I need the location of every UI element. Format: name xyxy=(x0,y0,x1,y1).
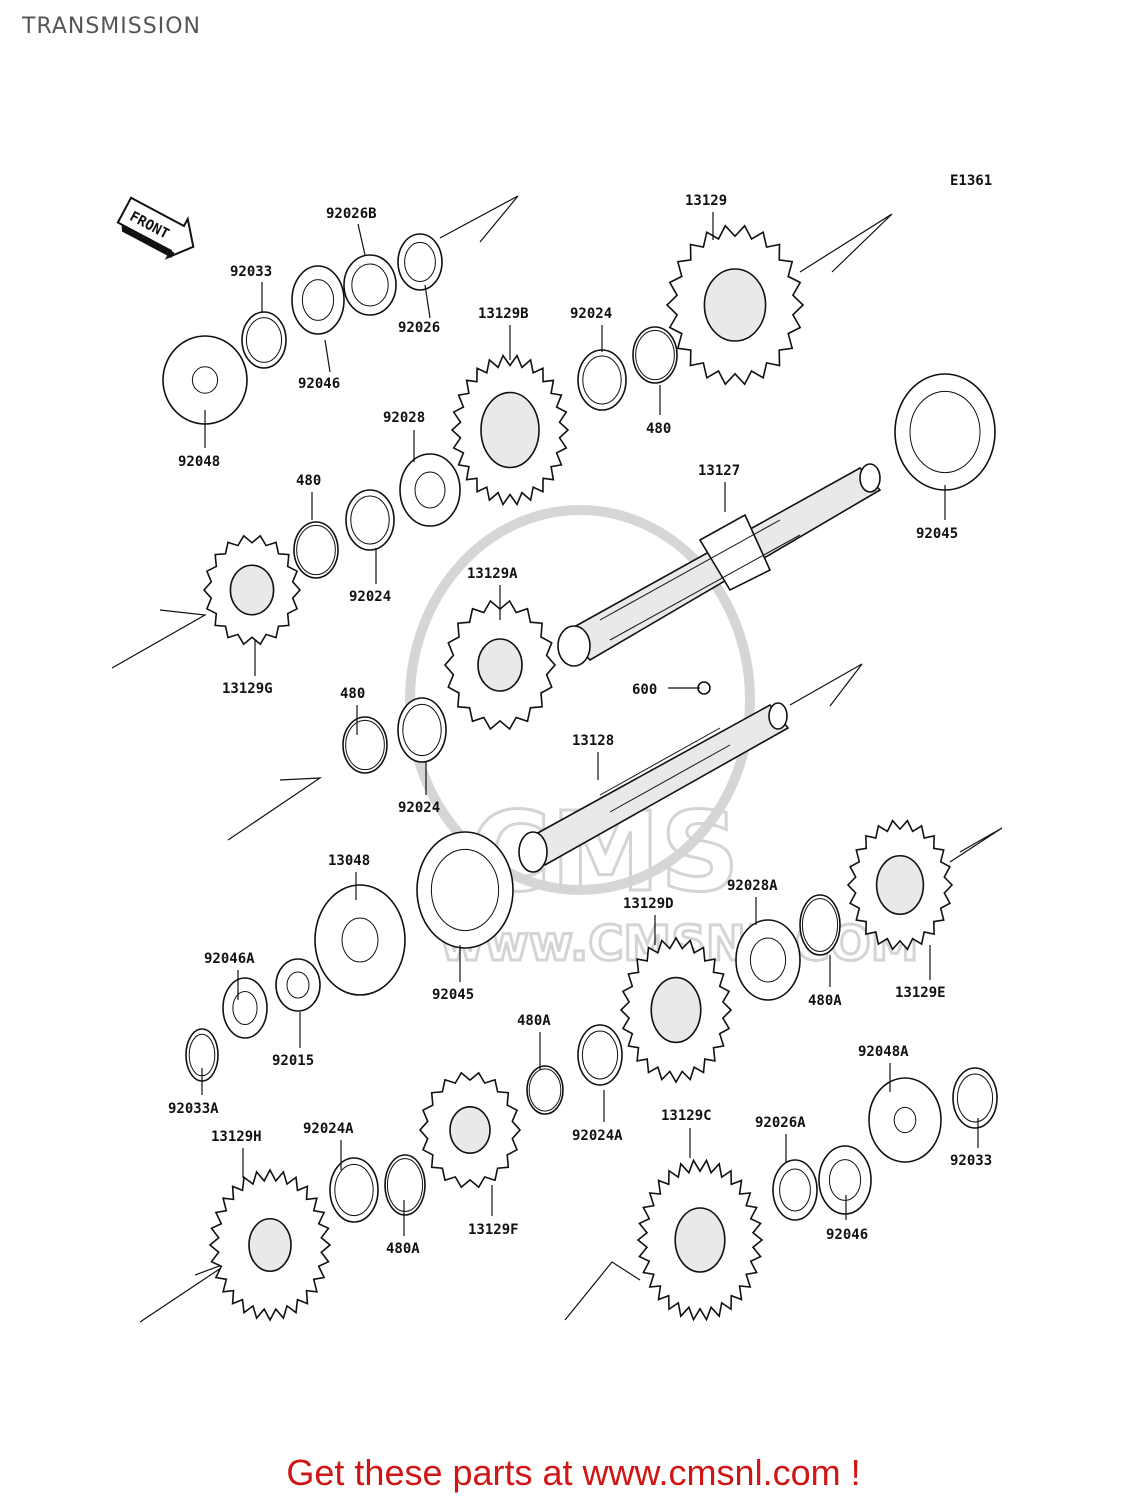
part-label: 92045 xyxy=(432,987,474,1003)
part-13048 xyxy=(314,884,406,996)
bearing-92046-b xyxy=(818,1145,872,1215)
leader-line xyxy=(357,223,366,256)
axis-lines xyxy=(111,195,1003,1323)
nut-92015 xyxy=(275,958,321,1012)
collar-92028a xyxy=(735,919,801,1001)
page-title: TRANSMISSION xyxy=(22,14,201,39)
bearing-92045-bottom xyxy=(416,831,514,949)
part-label: 92024A xyxy=(303,1121,354,1137)
part-label: 92046 xyxy=(298,376,340,392)
part-label: 92026A xyxy=(755,1115,806,1131)
gear-13129h xyxy=(208,1168,332,1322)
ring-92033 xyxy=(241,311,287,369)
ring-92024-a xyxy=(577,349,627,411)
ring-480a-c xyxy=(384,1154,426,1216)
part-label: 13129H xyxy=(211,1129,262,1145)
part-label: 92033 xyxy=(950,1153,992,1169)
part-label: 480A xyxy=(808,993,842,1009)
part-label: 92048A xyxy=(858,1044,909,1060)
ring-480a-a xyxy=(799,894,841,956)
gear-13129e xyxy=(846,819,954,951)
leader-line xyxy=(324,339,331,373)
ring-92024-c xyxy=(397,697,447,763)
figure-code: E1361 xyxy=(950,173,992,189)
part-label: 92046A xyxy=(204,951,255,967)
part-label: 13129C xyxy=(661,1108,712,1124)
part-label: 13129B xyxy=(478,306,529,322)
part-label: 13048 xyxy=(328,853,370,869)
part-label: 600 xyxy=(632,682,657,698)
part-label: 92046 xyxy=(826,1227,868,1243)
ring-480-a xyxy=(632,326,678,384)
bearing-92045-top xyxy=(894,373,996,491)
part-label: 13128 xyxy=(572,733,614,749)
gear-13129b xyxy=(450,353,570,507)
part-label: 92028A xyxy=(727,878,778,894)
part-label: 92045 xyxy=(916,526,958,542)
gear-13129a xyxy=(443,599,557,731)
ring-480-b xyxy=(293,521,339,579)
part-label: 92048 xyxy=(178,454,220,470)
part-label: 92033A xyxy=(168,1101,219,1117)
part-label: 13129D xyxy=(623,896,674,912)
ring-92033-b xyxy=(952,1067,998,1129)
part-label: 480A xyxy=(517,1013,551,1029)
part-label: 480 xyxy=(340,686,365,702)
part-label: 13129 xyxy=(685,193,727,209)
ring-92024-b xyxy=(345,489,395,551)
exploded-diagram: CMS www.CMSNL.COM E1361 FRONT xyxy=(111,173,1003,1323)
gear-13129f xyxy=(418,1071,522,1189)
gear-13129d xyxy=(619,936,733,1084)
part-label: 13129F xyxy=(468,1222,519,1238)
gear-13129c xyxy=(636,1158,764,1322)
part-label: 92024A xyxy=(572,1128,623,1144)
collar-92028 xyxy=(399,453,461,527)
ring-92026 xyxy=(397,233,443,291)
ring-480a-b xyxy=(526,1065,564,1115)
collar-92048a xyxy=(868,1077,942,1163)
part-label: 480A xyxy=(386,1241,420,1257)
part-label: 13129G xyxy=(222,681,273,697)
ring-92024a-b xyxy=(329,1157,379,1223)
shaft-13128 xyxy=(518,702,790,873)
shaft-13127 xyxy=(557,463,882,667)
gear-13129g xyxy=(202,534,302,646)
part-label: 92033 xyxy=(230,264,272,280)
part-label: 92026B xyxy=(326,206,377,222)
part-label: 92015 xyxy=(272,1053,314,1069)
ring-92024a-a xyxy=(577,1024,623,1086)
part-label: 92026 xyxy=(398,320,440,336)
ring-480-c xyxy=(342,716,388,774)
part-label: 480 xyxy=(646,421,671,437)
part-label: 480 xyxy=(296,473,321,489)
part-label: 92024 xyxy=(570,306,612,322)
bearing-92046a xyxy=(222,977,268,1039)
part-label: 92024 xyxy=(398,800,440,816)
part-label: 92028 xyxy=(383,410,425,426)
part-label: 13129A xyxy=(467,566,518,582)
part-label: 13129E xyxy=(895,985,946,1001)
ring-92026b xyxy=(343,254,397,316)
part-label: 13127 xyxy=(698,463,740,479)
front-arrow-icon: FRONT xyxy=(116,196,195,260)
part-label: 92024 xyxy=(349,589,391,605)
footer-link[interactable]: Get these parts at www.cmsnl.com ! xyxy=(286,1452,861,1493)
ring-92026a xyxy=(772,1159,818,1221)
leader-line xyxy=(424,284,431,319)
bearing-92046 xyxy=(291,265,345,335)
gear-13129 xyxy=(665,224,805,386)
